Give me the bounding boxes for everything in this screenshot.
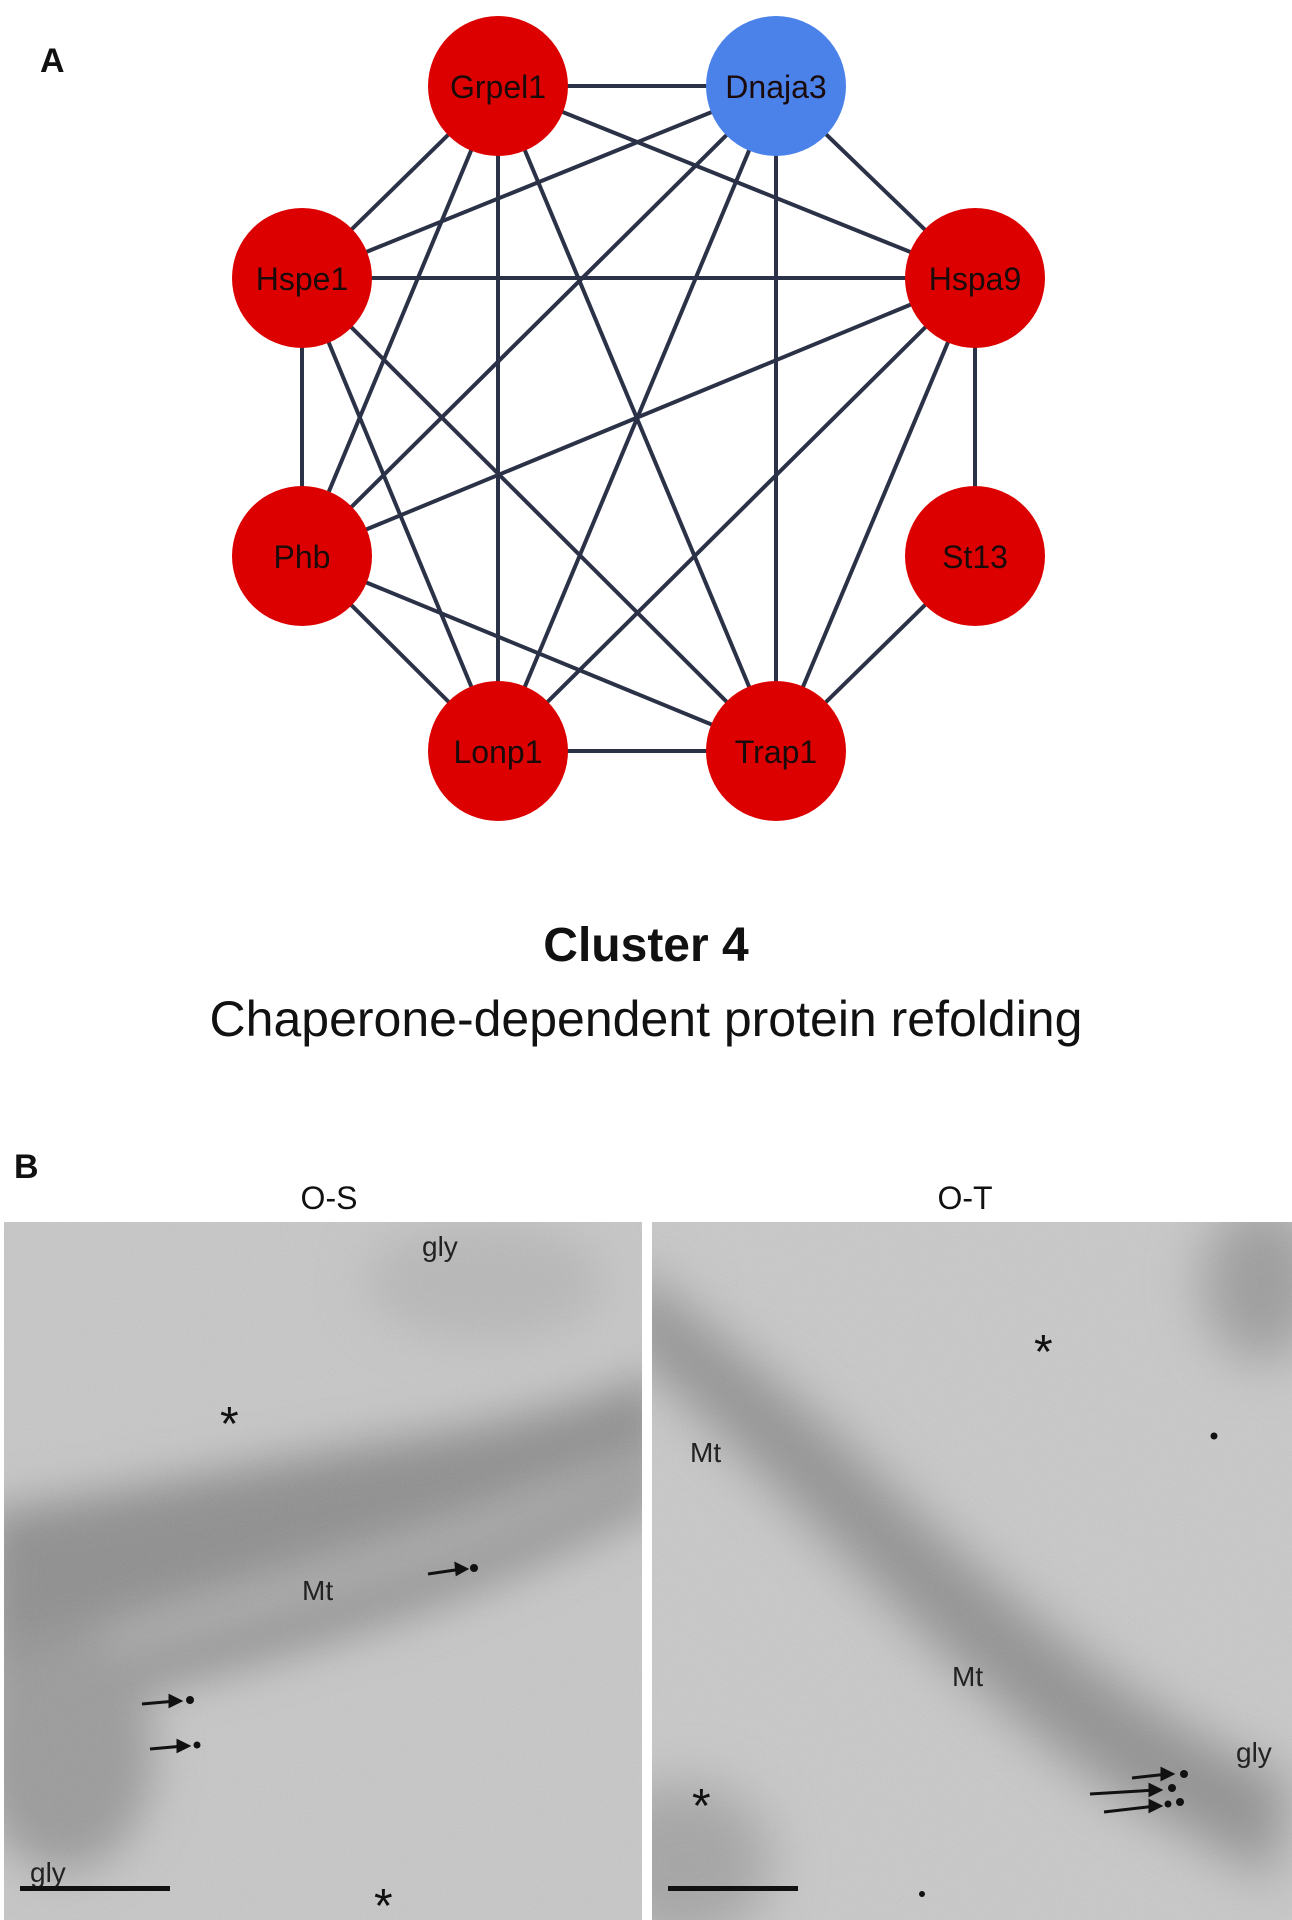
node-hspa9: Hspa9 [905,208,1045,348]
node-lonp1: Lonp1 [428,681,568,821]
edge-phb-trap1 [301,554,777,753]
gold-particles-left [186,1564,478,1749]
em-annotation-gly: gly [1236,1737,1272,1768]
node-circle [905,486,1045,626]
edge-grpel1-phb [300,85,500,557]
panel-letter-b: B [14,1148,39,1186]
em-label-ot: O-T [937,1180,993,1216]
node-circle [428,16,568,156]
node-label: Hspa9 [929,261,1022,297]
node-trap1: Trap1 [706,681,846,821]
node-label: Trap1 [735,734,817,770]
scale-bar-left [20,1886,170,1891]
cluster-subtitle: Chaperone-dependent protein refolding [209,991,1083,1047]
node-dnaja3: Dnaja3 [706,16,846,156]
edge-hspa9-trap1 [774,277,977,752]
em-marker-asterisk: * [692,1780,711,1833]
edge-hspa9-lonp1 [496,276,977,753]
em-annotation-mt: Mt [952,1661,983,1692]
node-circle [428,681,568,821]
node-label: Hspe1 [256,261,349,297]
node-circle [232,486,372,626]
em-marker-asterisk: * [374,1880,393,1920]
node-circle [706,681,846,821]
edge-hspa9-phb [301,276,976,558]
edge-hspe1-trap1 [300,276,778,753]
node-label: Grpel1 [450,69,546,105]
node-st13: St13 [905,486,1045,626]
network-edges [300,84,977,753]
node-label: Dnaja3 [725,69,826,105]
scale-bar-right [668,1886,798,1891]
edge-dnaja3-phb [300,84,778,558]
node-circle [706,16,846,156]
arrows-left [141,1561,470,1754]
em-annotation-mt-upper: Mt [690,1437,721,1468]
node-hspe1: Hspe1 [232,208,372,348]
node-label: St13 [942,539,1008,575]
cluster-title: Cluster 4 [543,919,749,972]
node-grpel1: Grpel1 [428,16,568,156]
node-circle [232,208,372,348]
node-label: Phb [274,539,331,575]
em-marker-asterisk: * [1034,1326,1053,1379]
arrows-right [1089,1766,1176,1814]
em-label-os: O-S [300,1180,358,1216]
em-annotation-gly-bottom: gly [30,1857,66,1888]
edge-dnaja3-hspe1 [301,84,777,280]
em-micrograph-os: gly Mt gly * * [4,1222,642,1920]
em-marker-asterisk: * [220,1398,239,1451]
em-micrograph-ot: Mt Mt gly * * [652,1222,1292,1920]
node-phb: Phb [232,486,372,626]
node-label: Lonp1 [454,734,543,770]
panel-letter-a: A [40,42,65,80]
em-annotation-mt: Mt [302,1575,333,1606]
node-circle [905,208,1045,348]
gold-particles-right [919,1432,1218,1897]
em-annotation-gly-top: gly [422,1231,458,1262]
